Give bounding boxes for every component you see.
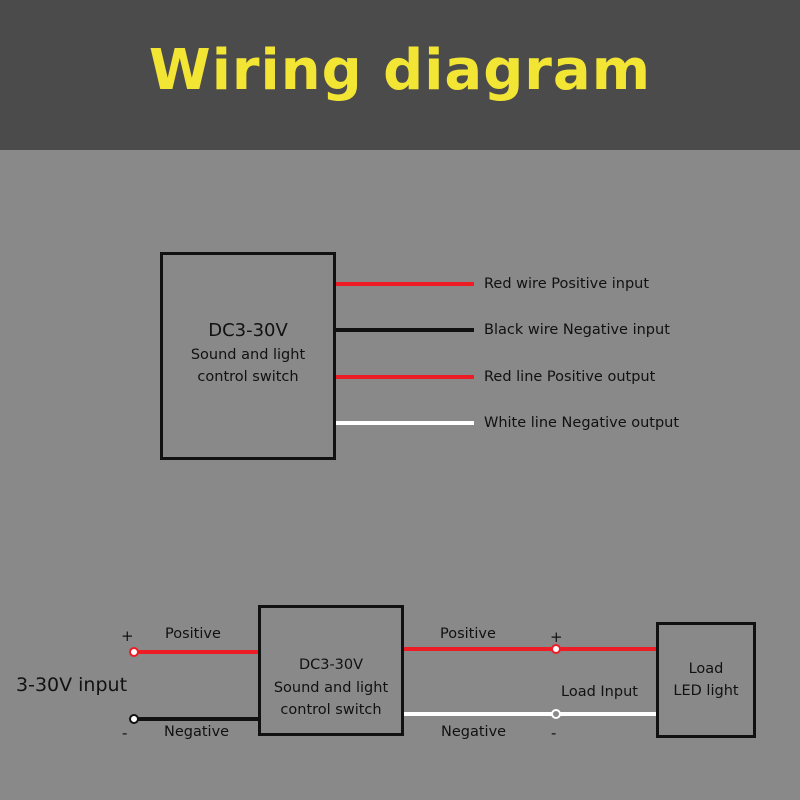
input-positive-wire [136, 650, 260, 654]
header-bar [0, 0, 800, 150]
switch-box [258, 605, 404, 736]
switch-module-name-line2: control switch [197, 369, 299, 385]
switch-module-name-line1: Sound and light [190, 347, 306, 363]
red-wire-positive-input [336, 282, 474, 286]
load-box-title: Load [688, 661, 724, 677]
white-line-negative-output-label: White line Negative output [484, 415, 680, 431]
black-wire-negative-input-label: Black wire Negative input [484, 322, 670, 338]
input-plus-sign: + [121, 627, 134, 645]
input-positive-terminal [129, 647, 139, 657]
output-negative-terminal [551, 709, 561, 719]
switch-box-name-line1: Sound and light [273, 680, 389, 696]
red-wire-positive-input-label: Red wire Positive input [484, 276, 650, 292]
input-negative-terminal [129, 714, 139, 724]
switch-module-voltage: DC3-30V [208, 320, 288, 341]
switch-box-name-line2: control switch [280, 702, 382, 718]
load-input-label: Load Input [561, 684, 638, 700]
white-line-negative-output [336, 421, 474, 425]
switch-module-box [160, 252, 336, 460]
page-title: Wiring diagram [148, 38, 652, 103]
input-voltage-label: 3-30V input [16, 674, 128, 696]
switch-box-voltage: DC3-30V [298, 657, 364, 673]
input-negative-wire [136, 717, 260, 721]
black-wire-negative-input [336, 328, 474, 332]
red-line-positive-output-label: Red line Positive output [484, 369, 656, 385]
input-negative-label: Negative [164, 724, 230, 740]
load-box-device: LED light [673, 683, 739, 699]
output-positive-label: Positive [440, 626, 496, 642]
load-box [656, 622, 756, 738]
output-positive-wire [404, 647, 658, 651]
output-plus-sign: + [550, 628, 563, 646]
output-negative-wire [404, 712, 658, 716]
output-negative-label: Negative [441, 724, 507, 740]
output-positive-terminal [551, 644, 561, 654]
output-minus-sign: - [551, 724, 557, 742]
input-minus-sign: - [122, 724, 128, 742]
input-positive-label: Positive [165, 626, 221, 642]
red-line-positive-output [336, 375, 474, 379]
